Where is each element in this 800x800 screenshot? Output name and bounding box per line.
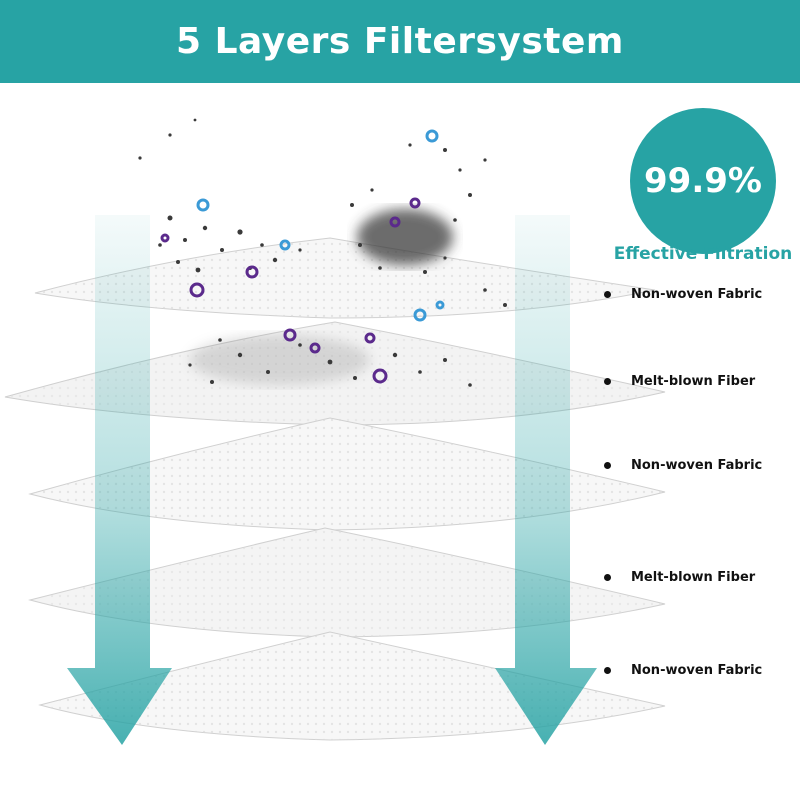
bullet-icon xyxy=(604,666,611,674)
bullet-icon xyxy=(604,461,611,469)
particles xyxy=(160,129,445,384)
layer-label-4: Melt-blown Fiber xyxy=(604,567,755,587)
fabric-sheet-3 xyxy=(28,417,666,531)
efficiency-badge: 99.9% xyxy=(630,108,776,254)
flow-arrow-right xyxy=(495,215,597,745)
bullet-icon xyxy=(604,573,611,581)
layer-label-text: Melt-blown Fiber xyxy=(631,373,756,389)
layer-label-text: Melt-blown Fiber xyxy=(631,569,756,585)
dust-cloud xyxy=(138,118,507,387)
fabric-sheet-4 xyxy=(28,527,666,638)
layer-label-text: Non-woven Fabric xyxy=(631,457,763,473)
layer-label-1: Non-woven Fabric xyxy=(604,284,762,304)
layer-label-2: Melt-blown Fiber xyxy=(604,371,755,391)
title-banner: 5 Layers Filtersystem xyxy=(0,0,800,83)
bullet-icon xyxy=(604,290,611,298)
layer-label-text: Non-woven Fabric xyxy=(631,286,763,302)
page-title: 5 Layers Filtersystem xyxy=(176,21,624,62)
flow-arrow-left xyxy=(67,215,172,745)
layer-label-3: Non-woven Fabric xyxy=(604,455,762,475)
efficiency-value: 99.9% xyxy=(644,161,762,201)
fabric-sheet-5 xyxy=(38,631,666,741)
layer-label-5: Non-woven Fabric xyxy=(604,660,762,680)
filter-layers-illustration xyxy=(4,118,666,745)
efficiency-caption: Effective Filtration xyxy=(613,244,793,264)
fabric-sheet-1 xyxy=(34,237,656,319)
bullet-icon xyxy=(604,377,611,385)
layer-label-text: Non-woven Fabric xyxy=(631,662,763,678)
